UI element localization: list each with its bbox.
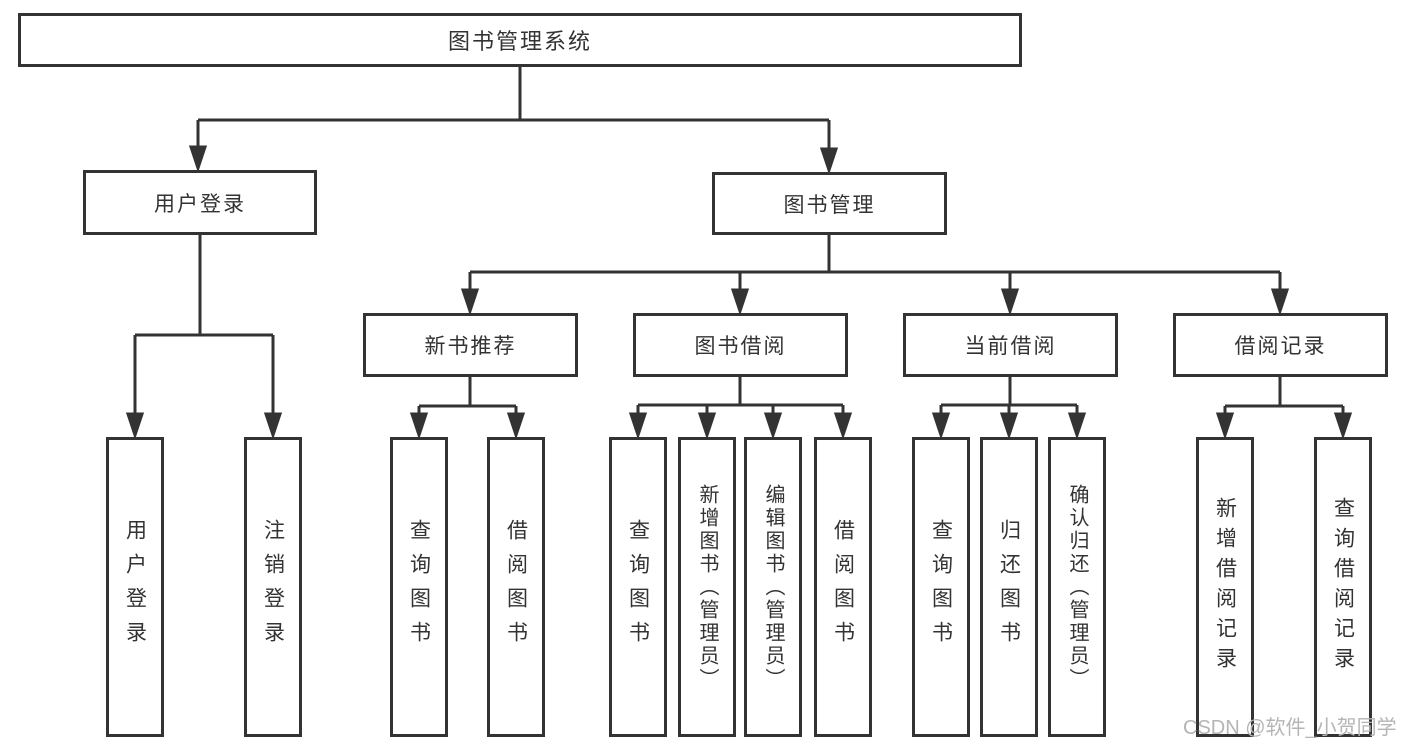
node-book-management: 图书管理 <box>712 172 947 235</box>
leaf-label: 新增图书（管理员） <box>696 483 718 691</box>
leaf-label: 借阅图书 <box>831 519 855 655</box>
node-label: 用户登录 <box>154 192 246 216</box>
leaf-records-add-borrow-record: 新增借阅记录 <box>1196 437 1254 737</box>
node-borrowing-records: 借阅记录 <box>1173 313 1388 377</box>
node-label: 图书借阅 <box>694 335 787 358</box>
node-label: 借阅记录 <box>1234 335 1327 358</box>
leaf-borrowing-add-books-admin: 新增图书（管理员） <box>678 437 736 737</box>
leaf-label: 编辑图书（管理员） <box>762 483 784 691</box>
connector-book-borrowing-to-leaves <box>628 376 853 440</box>
leaf-label: 查询借阅记录 <box>1331 497 1355 677</box>
connector-current-borrowing-to-leaves <box>931 376 1087 440</box>
leaf-newbooks-borrow-books: 借阅图书 <box>487 437 545 737</box>
node-library-management-system: 图书管理系统 <box>18 13 1022 67</box>
leaf-label: 归还图书 <box>997 519 1021 655</box>
connector-book-management-to-level3 <box>460 234 1290 316</box>
leaf-logout: 注销登录 <box>244 437 302 737</box>
node-label: 新书推荐 <box>424 335 517 358</box>
node-new-book-recommendation: 新书推荐 <box>363 313 578 377</box>
csdn-watermark: CSDN @软件_小贺同学 <box>1183 717 1397 739</box>
node-user-login: 用户登录 <box>83 170 317 235</box>
leaf-newbooks-query-books: 查询图书 <box>390 437 448 737</box>
leaf-label: 新增借阅记录 <box>1213 497 1237 677</box>
leaf-label: 注销登录 <box>261 519 285 655</box>
connector-borrowing-records-to-leaves <box>1215 376 1353 440</box>
node-label: 图书管理系统 <box>447 29 592 54</box>
connector-new-books-to-leaves <box>409 376 526 440</box>
node-current-borrowing: 当前借阅 <box>903 313 1118 377</box>
leaf-user-login: 用户登录 <box>106 437 164 737</box>
leaf-records-query-borrow-record: 查询借阅记录 <box>1314 437 1372 737</box>
node-label: 当前借阅 <box>964 335 1057 358</box>
leaf-borrowing-borrow-books: 借阅图书 <box>814 437 872 737</box>
leaf-label: 查询图书 <box>626 519 650 655</box>
node-book-borrowing: 图书借阅 <box>633 313 848 377</box>
leaf-borrowing-query-books: 查询图书 <box>609 437 667 737</box>
leaf-label: 查询图书 <box>929 519 953 655</box>
leaf-label: 确认归还（管理员） <box>1066 483 1088 691</box>
node-label: 图书管理 <box>783 193 876 217</box>
leaf-borrowing-edit-books-admin: 编辑图书（管理员） <box>744 437 802 737</box>
connector-root-to-level2 <box>188 66 839 175</box>
connector-user-login-to-leaves <box>125 234 283 440</box>
leaf-current-query-books: 查询图书 <box>912 437 970 737</box>
leaf-label: 用户登录 <box>123 519 147 655</box>
leaf-current-confirm-return-admin: 确认归还（管理员） <box>1048 437 1106 737</box>
leaf-current-return-books: 归还图书 <box>980 437 1038 737</box>
leaf-label: 借阅图书 <box>504 519 528 655</box>
leaf-label: 查询图书 <box>407 519 431 655</box>
